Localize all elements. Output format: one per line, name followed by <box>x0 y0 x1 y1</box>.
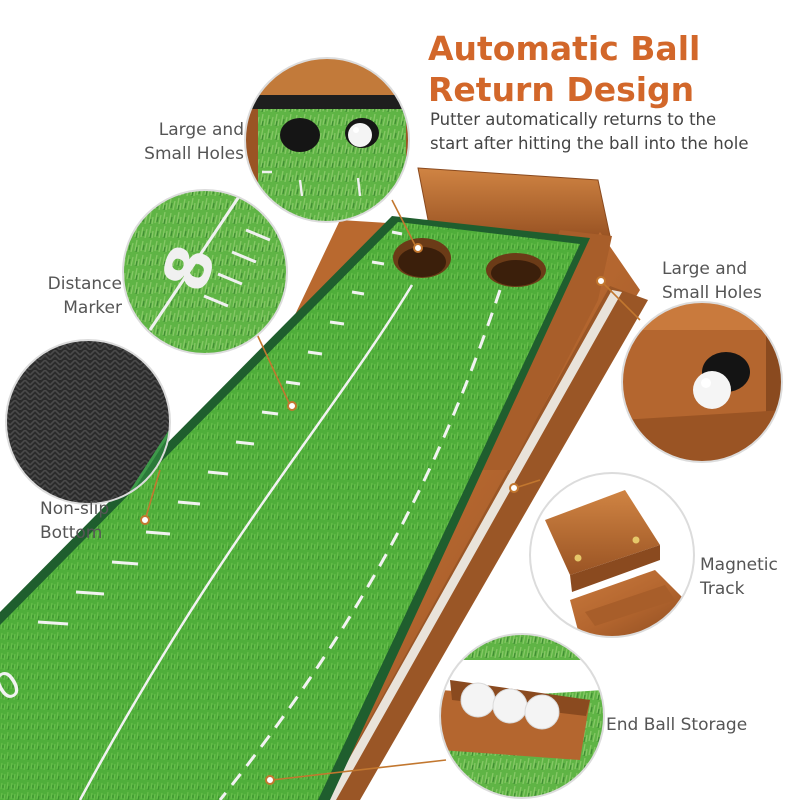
callout-lines <box>144 199 641 781</box>
zoom-ball-storage <box>439 633 605 799</box>
label-holes-right-line2: Small Holes <box>662 283 762 303</box>
headline-title: Automatic Ball Return Design <box>428 28 788 110</box>
subtitle-line-2: start after hitting the ball into the ho… <box>430 134 749 153</box>
subtitle-line-1: Putter automatically returns to the <box>430 110 717 129</box>
label-distance-marker: Distance Marker <box>10 272 122 320</box>
headline-subtitle: Putter automatically returns to the star… <box>430 108 798 156</box>
label-holes-left-line2: Small Holes <box>144 144 244 164</box>
label-holes-left: Large and Small Holes <box>118 118 244 166</box>
label-end-ball-storage: End Ball Storage <box>606 713 796 737</box>
label-nonslip-line1: Non-slip <box>40 499 110 519</box>
zoom-distance-marker: 8 <box>122 189 288 355</box>
label-nonslip-line2: Bottom <box>40 523 103 543</box>
label-magnetic-track: Magnetic Track <box>700 553 798 601</box>
label-holes-left-line1: Large and <box>158 120 244 140</box>
zoom-magnetic-track <box>529 472 695 638</box>
label-distance-line2: Marker <box>63 298 122 318</box>
label-storage-line1: End Ball Storage <box>606 715 748 735</box>
label-holes-right-line1: Large and <box>662 259 748 279</box>
putting-mat-product: 0 <box>0 167 648 800</box>
zoom-holes-right <box>621 301 783 463</box>
label-magnetic-line1: Magnetic <box>700 555 778 575</box>
label-distance-line1: Distance <box>47 274 122 294</box>
zoom-holes-top <box>244 57 410 223</box>
label-magnetic-line2: Track <box>700 579 745 599</box>
label-holes-right: Large and Small Holes <box>662 257 792 305</box>
headline-line-1: Automatic Ball <box>428 29 701 68</box>
label-nonslip-bottom: Non-slip Bottom <box>40 497 150 545</box>
callout-dots <box>140 243 606 785</box>
headline-line-2: Return Design <box>428 70 695 109</box>
